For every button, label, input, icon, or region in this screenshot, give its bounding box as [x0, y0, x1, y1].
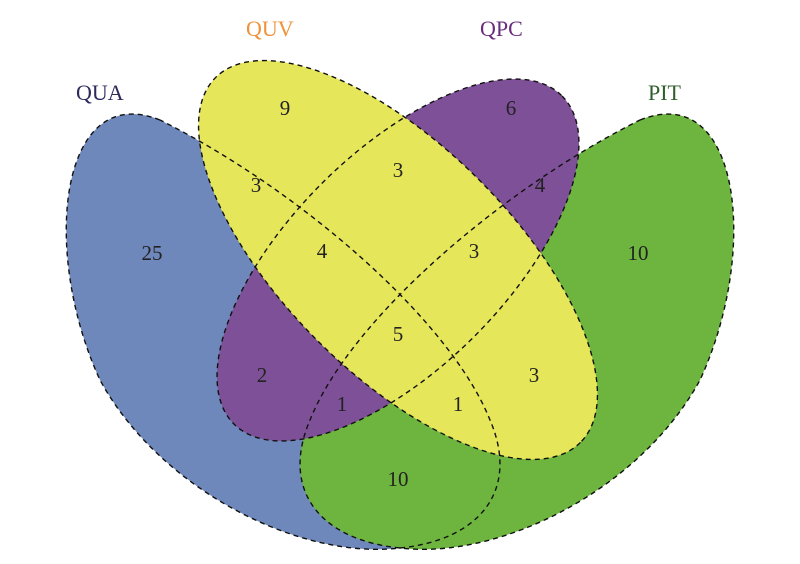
count-quv-pit: 3: [529, 363, 540, 387]
count-pit-only: 10: [628, 241, 649, 265]
count-quv-qpc: 3: [393, 158, 404, 182]
count-quv-only: 9: [280, 96, 291, 120]
set-label-quv: QUV: [246, 16, 294, 41]
count-qpc-pit: 4: [535, 173, 546, 197]
count-all-sets: 5: [393, 322, 404, 346]
count-qua-only: 25: [142, 241, 163, 265]
set-label-qpc: QPC: [480, 16, 523, 41]
count-qua-qpc: 2: [257, 363, 268, 387]
count-qua-qpc-pit: 1: [337, 392, 348, 416]
count-qua-quv-qpc: 4: [317, 239, 328, 263]
count-quv-qpc-pit: 3: [469, 239, 480, 263]
count-qua-pit: 10: [388, 467, 409, 491]
count-qua-quv-pit: 1: [453, 392, 464, 416]
count-qua-quv: 3: [251, 173, 262, 197]
set-label-qua: QUA: [76, 80, 124, 105]
count-qpc-only: 6: [506, 96, 517, 120]
set-label-pit: PIT: [648, 80, 682, 105]
